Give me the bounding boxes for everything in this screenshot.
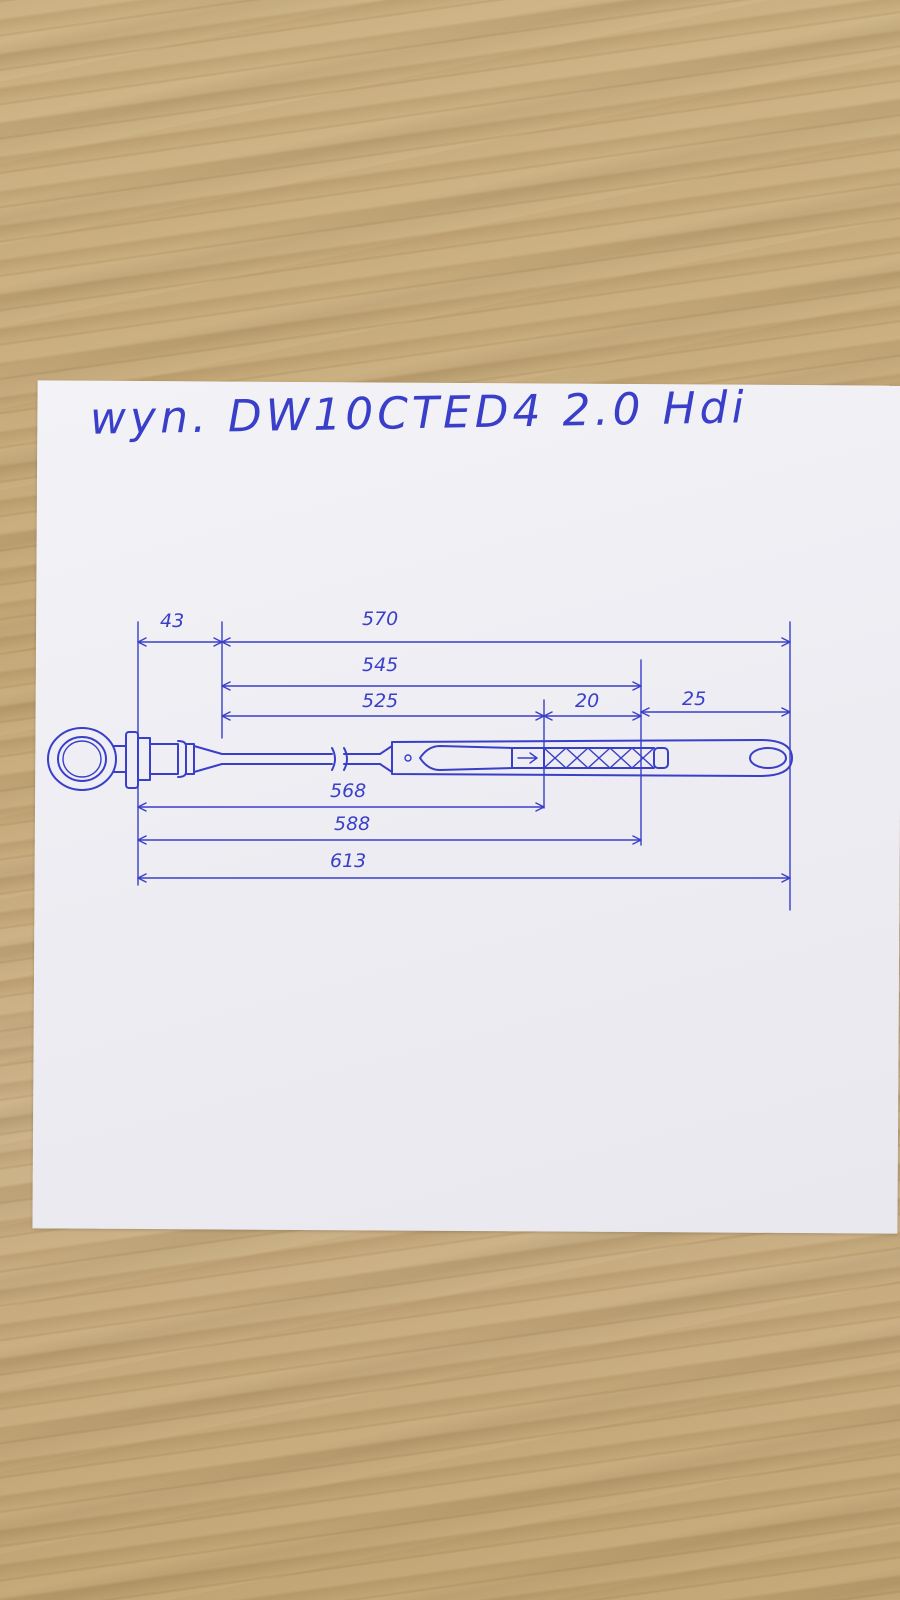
dim-label-25: 25 <box>682 688 707 710</box>
dim-label-570: 570 <box>362 608 399 630</box>
dim-label-545: 545 <box>362 654 399 676</box>
dimension-lines <box>137 637 791 883</box>
dim-label-525: 525 <box>362 690 399 712</box>
dim-label-588: 588 <box>334 813 371 835</box>
dim-label-20: 20 <box>575 690 600 712</box>
dim-label-568: 568 <box>330 780 367 802</box>
extension-lines <box>137 621 791 911</box>
dim-label-613: 613 <box>330 850 367 872</box>
dim-label-43: 43 <box>160 610 185 632</box>
dipstick-outline <box>47 727 793 791</box>
